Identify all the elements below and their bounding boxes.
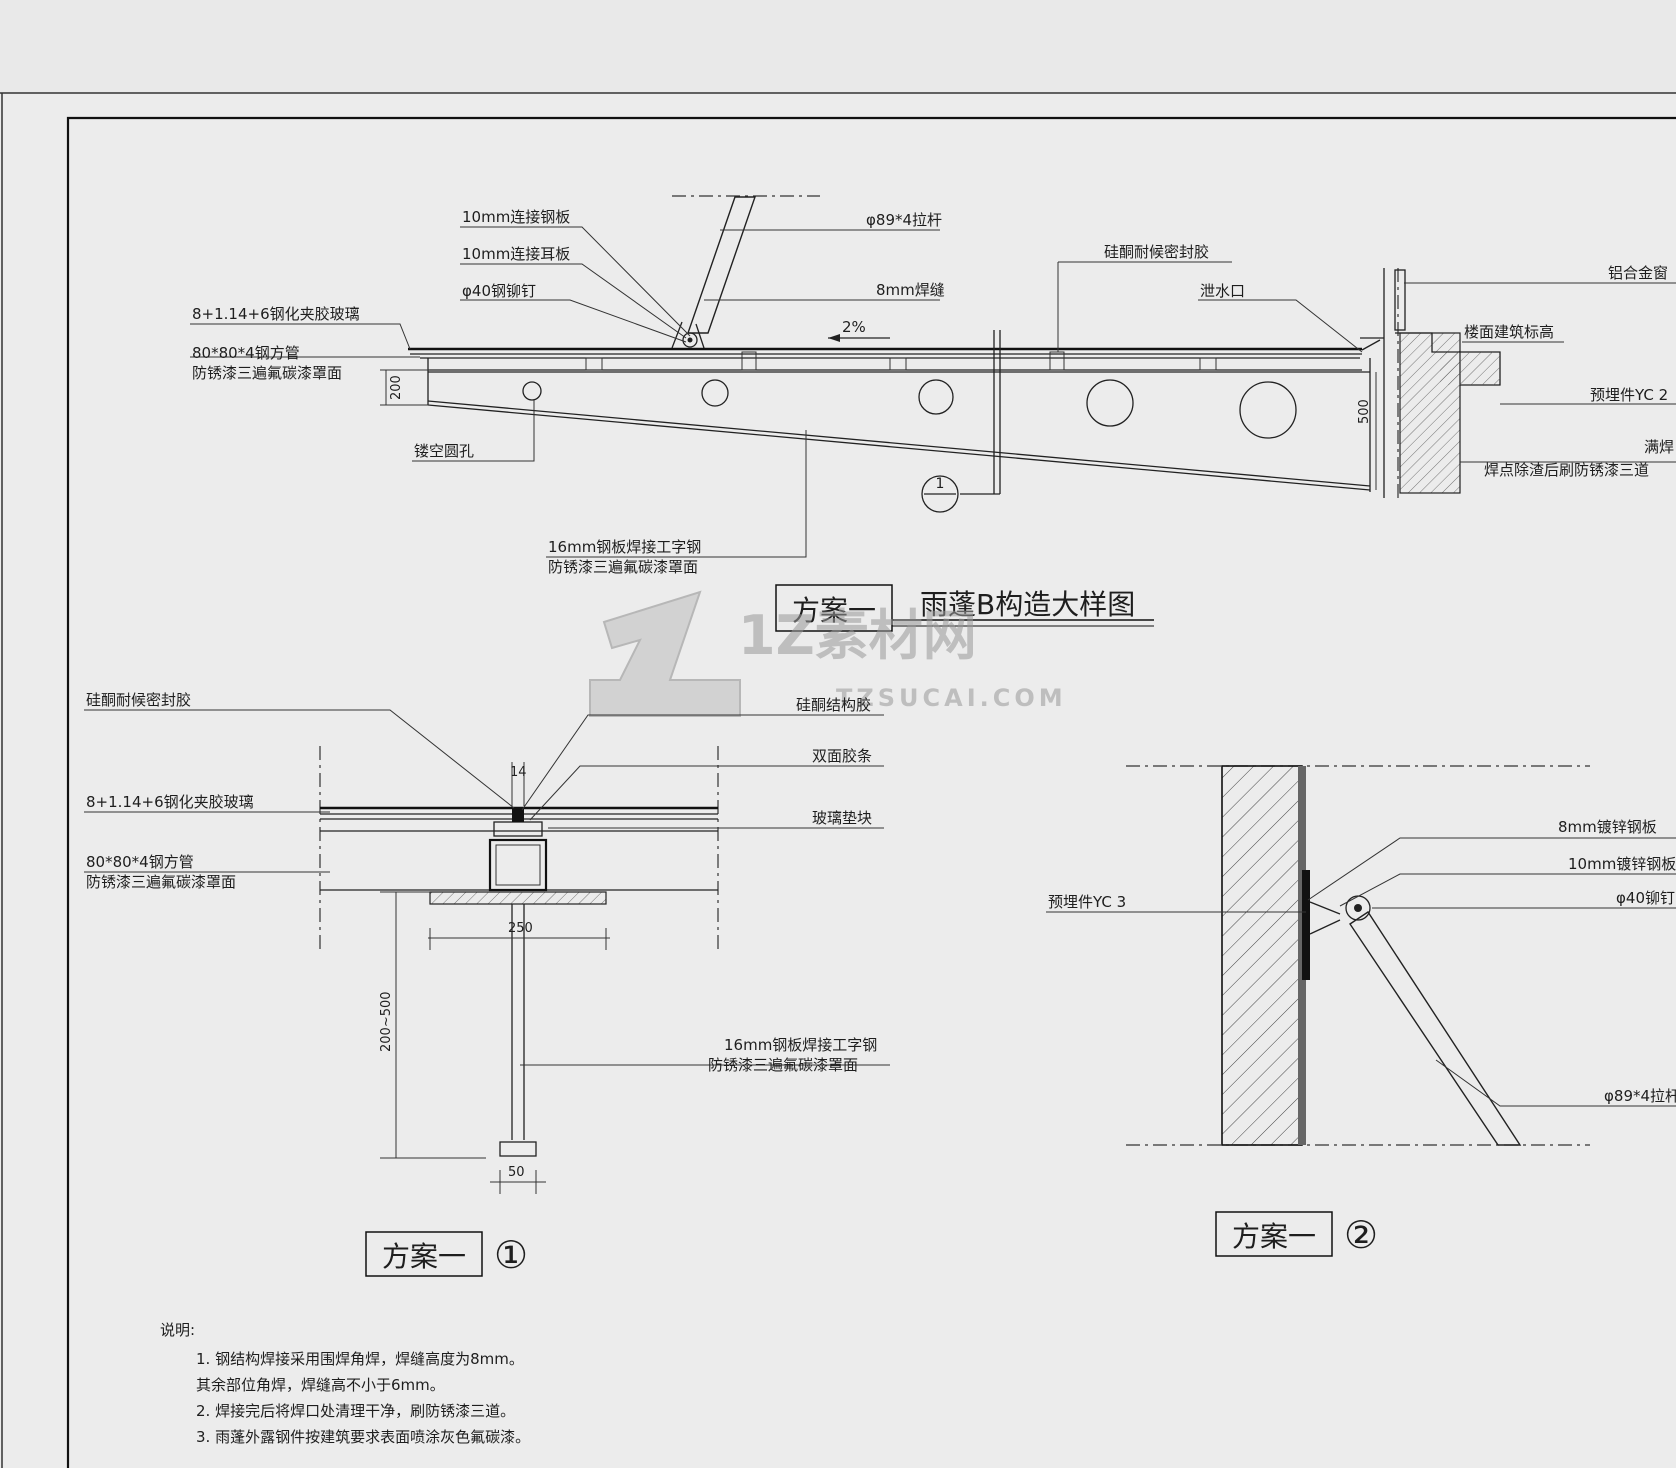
lightening-holes — [522, 379, 1297, 439]
drain-slope — [1361, 339, 1381, 351]
d1-square-tube — [488, 838, 548, 892]
floor-slab — [1440, 352, 1500, 385]
d2-label-rivet40: φ40铆钉 — [1616, 889, 1675, 907]
d2-title-box — [1215, 1211, 1333, 1257]
dim500-text: 500 — [1357, 399, 1372, 424]
d1-sealant-joint — [512, 808, 524, 822]
inner-frame — [66, 116, 1676, 1468]
slope-label: 2% — [842, 318, 866, 336]
d1-dim200-500: 200~500 — [379, 991, 394, 1052]
main-title-text: 雨蓬B构造大样图 — [920, 588, 1135, 621]
d1-top-flange — [429, 891, 607, 905]
d2-label-plate10: 10mm镀锌钢板 — [1568, 855, 1676, 873]
label-rod89: φ89*4拉杆 — [866, 211, 942, 229]
d2-leaders — [1046, 837, 1676, 1107]
detail-2: 8mm镀锌钢板 10mm镀锌钢板 φ40铆钉 预埋件YC 3 φ89*4拉杆 方… — [1046, 765, 1676, 1257]
ear-plate-2 — [695, 323, 705, 349]
d1-square-tube-inner — [495, 844, 541, 886]
watermark-brand: 1Z素材网 — [738, 604, 977, 667]
aluminum-window — [1394, 269, 1406, 331]
label-tube: 80*80*4钢方管 — [192, 344, 300, 362]
d1-label-tube: 80*80*4钢方管 — [86, 853, 194, 871]
pin-dot — [687, 337, 693, 343]
label-embed2: 预埋件YC 2 — [1590, 386, 1668, 404]
label-weldnote-a: 满焊 — [1644, 438, 1674, 456]
dim200-text: 200 — [389, 375, 404, 400]
notes-heading: 说明: — [160, 1321, 195, 1339]
slope-arrowhead — [828, 334, 840, 342]
d1-bottom-flange — [499, 1141, 537, 1157]
d2-ear-plate-b — [1309, 919, 1341, 935]
d1-title-box — [365, 1231, 483, 1277]
d1-label-sealant: 硅酮耐候密封胶 — [86, 691, 191, 709]
tube-supports — [585, 351, 1217, 371]
main-title-box-text: 方案一 — [792, 594, 876, 627]
d2-label-embed3: 预埋件YC 3 — [1048, 893, 1126, 911]
label-drain: 泄水口 — [1200, 282, 1245, 300]
label-ear10: 10mm连接耳板 — [462, 245, 570, 263]
label-plate10: 10mm连接钢板 — [462, 208, 570, 226]
d2-concrete-wall — [1221, 765, 1303, 1146]
d1-title-num: ① — [494, 1233, 528, 1277]
d2-label-rod89: φ89*4拉杆 — [1604, 1087, 1676, 1105]
main-canopy-detail: 1 2% 200 500 — [190, 195, 1676, 632]
notes: 说明: 1. 钢结构焊接采用围焊角焊，焊缝高度为8mm。 其余部位角焊，焊缝高不… — [160, 1321, 530, 1446]
label-rivet40: φ40钢铆钉 — [462, 282, 536, 300]
d1-title-box-text: 方案一 — [382, 1240, 466, 1273]
d1-label-struct: 硅酮结构胶 — [796, 696, 871, 714]
paper — [0, 93, 1676, 1468]
label-beam-paint: 防锈漆三遍氟碳漆罩面 — [548, 558, 698, 576]
d2-ear-plate-a — [1309, 901, 1341, 915]
d1-dim50: 50 — [508, 1165, 525, 1180]
d1-leaders — [84, 709, 890, 1066]
beam-bottom — [427, 404, 1371, 491]
d1-label-bead: 双面胶条 — [812, 747, 872, 765]
label-stone: 楼面建筑标高 — [1464, 323, 1554, 341]
section-mark-circle — [921, 475, 959, 513]
section-mark-number: 1 — [936, 476, 945, 492]
notes-line-3: 2. 焊接完后将焊口处清理干净，刷防锈漆三道。 — [196, 1402, 515, 1420]
label-glass: 8+1.14+6钢化夹胶玻璃 — [192, 305, 360, 323]
label-weldnote-b: 焊点除渣后刷防锈漆三道 — [1484, 461, 1649, 479]
d1-label-beam-paint: 防锈漆三遍氟碳漆罩面 — [708, 1056, 858, 1074]
pin-circle — [682, 332, 698, 348]
d1-label-tube-paint: 防锈漆三遍氟碳漆罩面 — [86, 873, 236, 891]
notes-line-2: 其余部位角焊，焊缝高不小于6mm。 — [196, 1376, 445, 1394]
label-weld8: 8mm焊缝 — [876, 281, 945, 299]
label-sealant: 硅酮耐候密封胶 — [1104, 243, 1209, 261]
d2-title-box-text: 方案一 — [1232, 1220, 1316, 1253]
d2-tie-rod — [1349, 911, 1522, 1146]
d1-dim250: 250 — [508, 921, 533, 936]
main-leaders — [190, 226, 1676, 558]
label-tube-paint: 防锈漆三遍氟碳漆罩面 — [192, 364, 342, 382]
watermark-logo — [589, 590, 741, 717]
label-hole: 镂空圆孔 — [414, 442, 474, 460]
main-title-box — [775, 584, 893, 632]
notes-line-1: 1. 钢结构焊接采用围焊角焊，焊缝高度为8mm。 — [196, 1350, 524, 1368]
d2-embed-plate — [1302, 870, 1310, 980]
d1-label-pad: 玻璃垫块 — [812, 809, 872, 827]
d2-pin-dot — [1354, 904, 1362, 912]
detail-1: 200~500 250 50 14 硅酮耐候密封胶 硅酮结构胶 双面胶条 玻璃垫… — [84, 691, 890, 1277]
notes-line-4: 3. 雨蓬外露钢件按建筑要求表面喷涂灰色氟碳漆。 — [196, 1428, 530, 1446]
d1-label-beam: 16mm钢板焊接工字钢 — [724, 1036, 877, 1054]
d2-label-plate8: 8mm镀锌钢板 — [1558, 818, 1657, 836]
watermark: 1Z素材网 TZSUCAI.COM — [589, 590, 1067, 717]
tie-rod — [687, 196, 756, 334]
d1-label-glass: 8+1.14+6钢化夹胶玻璃 — [86, 793, 254, 811]
label-aluminum: 铝合金窗 — [1608, 264, 1668, 282]
d2-title-num: ② — [1344, 1213, 1378, 1257]
beam-bottom-flange — [427, 400, 1371, 487]
d1-dim14: 14 — [510, 765, 527, 780]
watermark-url: TZSUCAI.COM — [836, 684, 1067, 712]
label-beam: 16mm钢板焊接工字钢 — [548, 538, 701, 556]
